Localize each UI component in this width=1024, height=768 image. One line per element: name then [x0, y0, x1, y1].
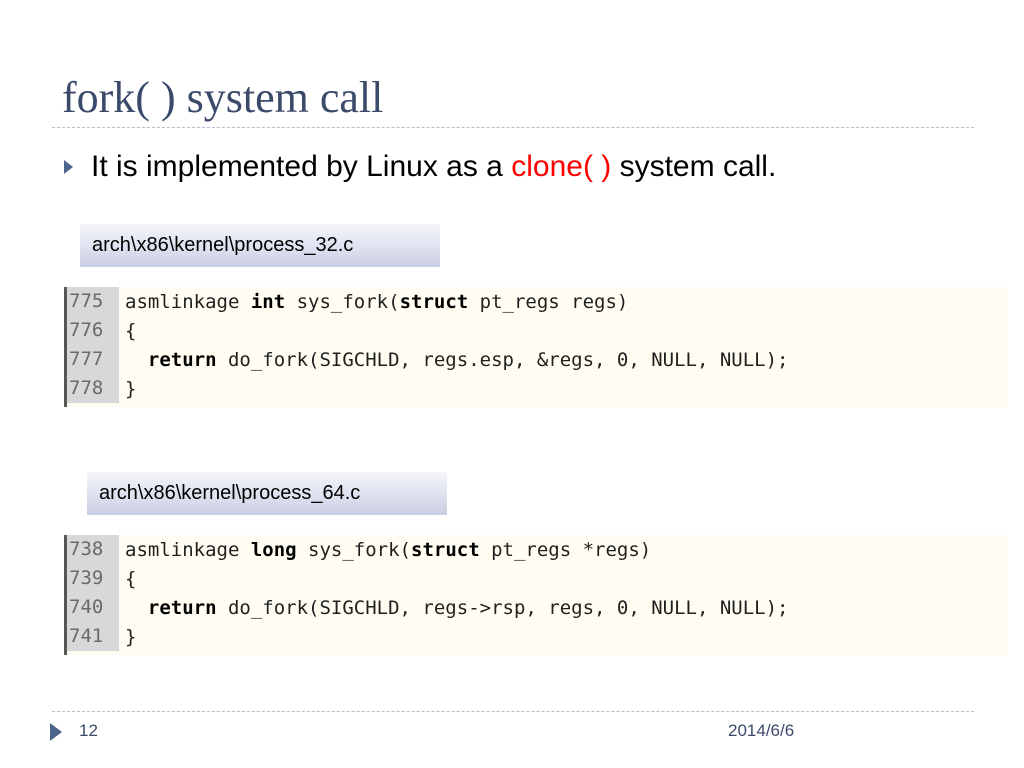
bullet-text-before: It is implemented by Linux as a: [91, 150, 512, 183]
bullet-highlight: clone( ): [511, 150, 612, 183]
code-text: return do_fork(SIGCHLD, regs->rsp, regs,…: [147, 596, 789, 619]
code-text: return do_fork(SIGCHLD, regs.esp, &regs,…: [147, 348, 789, 371]
line-number: 778: [67, 374, 119, 403]
line-number: 776: [67, 316, 119, 345]
code-block-process-64: 738 asmlinkage long sys_fork(struct pt_r…: [64, 535, 1008, 655]
code-text: asmlinkage long sys_fork(struct pt_regs …: [125, 538, 652, 561]
bullet-point: It is implemented by Linux as a clone( )…: [64, 145, 776, 189]
bullet-text: It is implemented by Linux as a clone( )…: [91, 150, 776, 184]
code-text: {: [125, 319, 137, 342]
line-number: 738: [67, 535, 119, 564]
title-divider: [52, 127, 974, 128]
code-line: 740 return do_fork(SIGCHLD, regs->rsp, r…: [67, 593, 1008, 622]
bullet-text-after: system call.: [611, 150, 777, 183]
code-line: 778 }: [67, 374, 1008, 403]
code-text: {: [125, 567, 137, 590]
slide-title: fork( ) system call: [62, 73, 384, 122]
code-text: }: [125, 625, 137, 648]
file-label-process-32: arch\x86\kernel\process_32.c: [80, 224, 440, 267]
code-text: }: [125, 377, 137, 400]
bullet-arrow-icon: [64, 160, 73, 174]
line-number: 741: [67, 622, 119, 651]
line-number: 777: [67, 345, 119, 374]
file-label-process-64: arch\x86\kernel\process_64.c: [87, 472, 447, 515]
line-number: 775: [67, 287, 119, 316]
code-line: 777 return do_fork(SIGCHLD, regs.esp, &r…: [67, 345, 1008, 374]
code-line: 741 }: [67, 622, 1008, 651]
code-line: 739 {: [67, 564, 1008, 593]
code-line: 775 asmlinkage int sys_fork(struct pt_re…: [67, 287, 1008, 316]
code-line: 776 {: [67, 316, 1008, 345]
footer-arrow-icon: [50, 723, 62, 741]
line-number: 740: [67, 593, 119, 622]
code-line: 738 asmlinkage long sys_fork(struct pt_r…: [67, 535, 1008, 564]
line-number: 739: [67, 564, 119, 593]
code-text: asmlinkage int sys_fork(struct pt_regs r…: [125, 290, 629, 313]
page-number: 12: [79, 721, 98, 740]
footer-date: 2014/6/6: [728, 721, 795, 740]
code-block-process-32: 775 asmlinkage int sys_fork(struct pt_re…: [64, 287, 1008, 407]
footer-divider: [52, 711, 974, 712]
